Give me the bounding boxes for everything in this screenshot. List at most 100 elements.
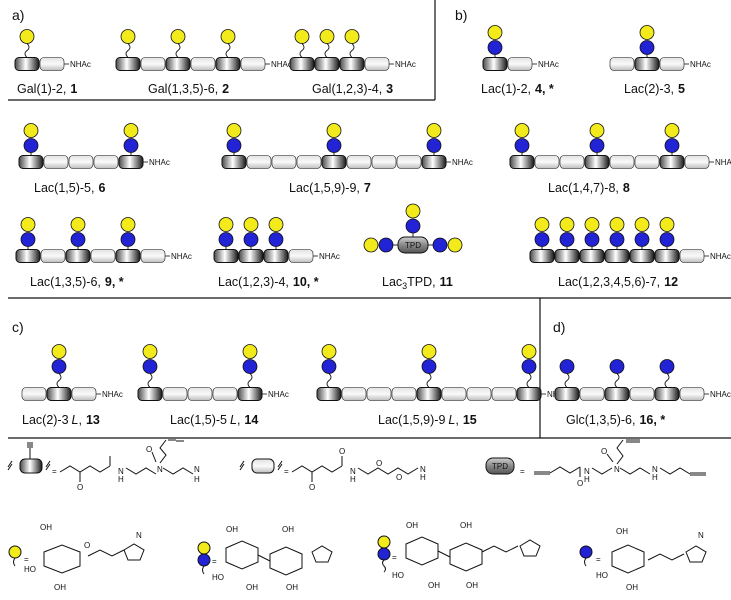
linker-wave bbox=[56, 373, 62, 388]
atom-oh-7: OH bbox=[406, 521, 418, 530]
dark-monomer-block bbox=[65, 249, 91, 263]
nhac-end-group: NHAc bbox=[395, 60, 416, 69]
glucose-circle bbox=[487, 40, 503, 55]
dark-monomer-block bbox=[165, 57, 191, 71]
dark-monomer-block bbox=[215, 57, 241, 71]
lacl-ring-1 bbox=[405, 536, 439, 566]
squiggle-right bbox=[45, 460, 51, 471]
lacl-triazole bbox=[519, 539, 541, 557]
legend-text-equals-2: = bbox=[284, 467, 289, 476]
lac-triazole bbox=[311, 545, 333, 563]
atom-oh-1: OH bbox=[40, 523, 52, 532]
chain-11 bbox=[363, 203, 463, 253]
glucose-circle bbox=[559, 359, 575, 374]
chain-2: NHAc bbox=[115, 29, 292, 71]
dark-monomer-block bbox=[213, 249, 239, 263]
tpd-label: TPD bbox=[405, 241, 421, 250]
glucose-circle bbox=[584, 232, 600, 247]
galactose-circle bbox=[220, 29, 236, 44]
glucose-circle bbox=[70, 232, 86, 247]
legend-galactose: = OH HO OH O N bbox=[8, 523, 145, 592]
chain-3: NHAc bbox=[289, 29, 416, 71]
chain-15: NHAc bbox=[554, 359, 731, 401]
legend-lacl-gal-circle bbox=[377, 535, 391, 549]
compound-label-5: Lac(2)-3,5 bbox=[624, 82, 685, 96]
legend-text-equals-3: = bbox=[520, 467, 525, 476]
atom-oh-9: OH bbox=[428, 581, 440, 590]
chain-5: NHAc bbox=[609, 25, 711, 71]
chain-13: NHAc bbox=[137, 344, 289, 401]
glucose-circle bbox=[639, 40, 655, 55]
legend-text-equals-7: = bbox=[596, 555, 601, 564]
light-monomer-block bbox=[93, 155, 119, 169]
light-monomer-block bbox=[162, 387, 188, 401]
nhac-end-group: NHAc bbox=[715, 158, 731, 167]
glucose-circle bbox=[142, 359, 158, 374]
light-monomer-block bbox=[659, 57, 685, 71]
legend-dark-structure: O N H N N H O bbox=[59, 439, 200, 492]
atom-n-3: N bbox=[194, 465, 200, 474]
atom-oh-11: OH bbox=[616, 527, 628, 536]
light-monomer-block bbox=[559, 155, 585, 169]
glucose-circle bbox=[514, 138, 530, 153]
linker-wave bbox=[526, 373, 532, 388]
atom-h-4: H bbox=[420, 473, 426, 482]
dark-monomer-block bbox=[584, 155, 610, 169]
nhac-end-group: NHAc bbox=[452, 158, 473, 167]
light-monomer-block bbox=[246, 155, 272, 169]
glucose-circle bbox=[634, 232, 650, 247]
glucose-circle bbox=[326, 138, 342, 153]
atom-n-4: N bbox=[350, 467, 356, 476]
dark-monomer-block bbox=[316, 387, 342, 401]
legend-lac-gal-circle bbox=[197, 541, 211, 555]
galactose-circle bbox=[363, 237, 379, 253]
nhac-end-group: NHAc bbox=[70, 60, 91, 69]
galactose-circle bbox=[514, 123, 530, 138]
chain-8: NHAc bbox=[509, 123, 731, 169]
light-monomer-block bbox=[371, 155, 397, 169]
light-monomer-block bbox=[288, 249, 314, 263]
linker-wave bbox=[324, 43, 330, 58]
atom-ho-1: HO bbox=[24, 565, 36, 574]
atom-oh-12: OH bbox=[626, 583, 638, 592]
atom-oh-2: OH bbox=[54, 583, 66, 592]
light-backbone bbox=[291, 465, 343, 473]
ethylene-2 bbox=[162, 467, 194, 475]
linker-wave bbox=[299, 43, 305, 58]
tpd-block bbox=[397, 236, 429, 254]
galactose-circle bbox=[70, 217, 86, 232]
legend-lacl-link bbox=[382, 559, 386, 573]
galactose-circle bbox=[634, 217, 650, 232]
atom-o-4: O bbox=[339, 447, 345, 456]
dark-monomer-block bbox=[659, 155, 685, 169]
squiggle-left-2 bbox=[239, 460, 245, 471]
light-monomer-block bbox=[187, 387, 213, 401]
light-monomer-block bbox=[534, 155, 560, 169]
glucose-circle bbox=[421, 359, 437, 374]
atom-h-2: H bbox=[194, 475, 200, 484]
dark-monomer-block bbox=[604, 249, 630, 263]
atom-o-5: O bbox=[376, 459, 382, 468]
atom-oh-4: OH bbox=[282, 525, 294, 534]
legend-tpd-label: TPD bbox=[492, 462, 508, 471]
dark-monomer-block bbox=[118, 155, 144, 169]
atom-n-8: N bbox=[652, 465, 658, 474]
galactose-circle bbox=[321, 344, 337, 359]
dark-monomer-block bbox=[321, 155, 347, 169]
light-monomer-block bbox=[396, 155, 422, 169]
light-monomer-block bbox=[140, 249, 166, 263]
galactose-circle bbox=[487, 25, 503, 40]
glucose-circle bbox=[243, 232, 259, 247]
atom-o-9: O bbox=[84, 541, 90, 550]
atom-n-7: N bbox=[614, 465, 620, 474]
chain-12: NHAc bbox=[21, 344, 123, 401]
legend-dark-block: = bbox=[7, 442, 57, 476]
galactose-circle bbox=[584, 217, 600, 232]
galactose-circle bbox=[426, 123, 442, 138]
light-monomer-block bbox=[466, 387, 492, 401]
panel-dividers bbox=[8, 0, 731, 439]
chain-6: NHAc bbox=[18, 123, 170, 169]
light-monomer-block bbox=[90, 249, 116, 263]
dark-monomer-block bbox=[137, 387, 163, 401]
